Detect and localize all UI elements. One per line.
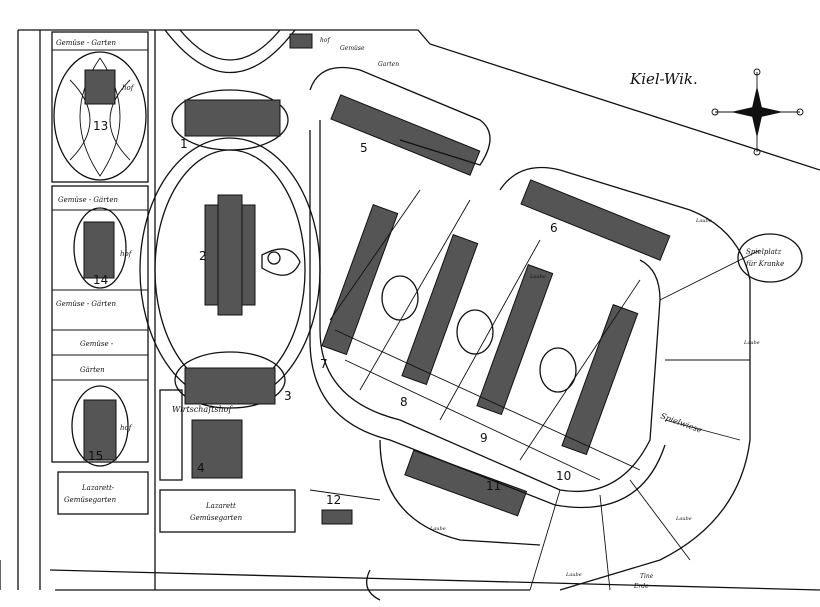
label-num-8: 8 (400, 395, 408, 409)
label-laube-1: Laube (695, 218, 712, 224)
garden-14 (73, 207, 127, 289)
building-9 (476, 264, 554, 416)
label-gaerten-split: Gärten (80, 366, 105, 374)
label-hof-15: hof (120, 424, 133, 432)
pavilion-circles (381, 275, 577, 393)
label-num-9: 9 (480, 431, 488, 445)
label-lazarett-left2: Gemüsegarten (64, 496, 117, 504)
label-num-2: 2 (199, 249, 207, 263)
label-num-14: 14 (93, 273, 108, 287)
building-7 (321, 204, 399, 356)
label-wirtschaftshof: Wirtschaftshof (172, 405, 233, 414)
building-1 (184, 99, 281, 137)
label-lazarett-bottom2: Gemüsegarten (190, 514, 243, 522)
label-laube-4: Laube (565, 572, 582, 578)
map-title: Kiel-Wik. (629, 70, 698, 88)
site-boundary (0, 29, 820, 591)
label-gemuese-gaerten-14: Gemüse - Gärten (56, 300, 116, 308)
area-labels: Gemüse - Garten hof Gemüse - Gärten hof … (56, 37, 784, 590)
label-num-5: 5 (360, 141, 368, 155)
label-fuer-kranke: für Kranke (745, 260, 784, 268)
label-hof-14: hof (120, 250, 133, 258)
label-lazarett-left: Lazarett- (81, 484, 115, 492)
garden-15 (71, 385, 129, 467)
label-num-7: 7 (320, 357, 328, 371)
compass-rose-icon (711, 68, 804, 156)
label-num-13: 13 (93, 119, 108, 133)
label-lazarett-bottom: Lazarett (205, 502, 236, 510)
building-3 (184, 367, 276, 405)
road-network (309, 66, 761, 591)
label-gemuese-split: Gemüse - (80, 340, 114, 348)
label-num-1: 1 (180, 137, 188, 151)
building-12 (321, 509, 353, 525)
label-spielwiese: Spielwiese (659, 411, 703, 434)
label-num-12: 12 (326, 493, 341, 507)
label-gemuese-garten-top: Gemüse - Garten (56, 39, 116, 47)
label-hof-13: hof (122, 84, 135, 92)
bottom-road (49, 569, 820, 601)
label-num-11: 11 (486, 479, 501, 493)
building-numbers: 1 2 3 4 5 6 7 8 9 10 11 12 13 14 15 (88, 119, 571, 507)
label-gemuese-gaerten-left1: Gemüse - Gärten (58, 196, 118, 204)
label-num-6: 6 (550, 221, 558, 235)
label-tine-erde2: Erde (633, 583, 649, 590)
left-garden-strip (51, 31, 296, 533)
label-garten-top: Garten (378, 61, 399, 68)
label-gemuese-top: Gemüse (340, 45, 365, 52)
label-num-4: 4 (197, 461, 205, 475)
label-num-3: 3 (284, 389, 292, 403)
building-11 (404, 449, 528, 517)
building-2-wing (217, 194, 243, 316)
label-laube-3: Laube (675, 516, 692, 522)
label-tine-erde: Tine (640, 573, 654, 580)
label-laube-2: Laube (743, 340, 760, 346)
building-10 (561, 304, 639, 456)
label-num-10: 10 (556, 469, 571, 483)
label-laube-6: Laube (529, 274, 546, 280)
label-num-15: 15 (88, 449, 103, 463)
label-hof-top: hof (320, 37, 331, 44)
building-top-small (289, 33, 313, 49)
building-6 (520, 179, 671, 261)
buildings (184, 33, 671, 525)
building-4 (191, 419, 243, 479)
label-spielplatz: Spielplatz (746, 248, 782, 256)
building-5 (330, 94, 481, 176)
building-8 (401, 234, 479, 386)
label-laube-5: Laube (429, 526, 446, 532)
spielplatz-area (737, 233, 803, 283)
garden-13 (53, 51, 147, 181)
